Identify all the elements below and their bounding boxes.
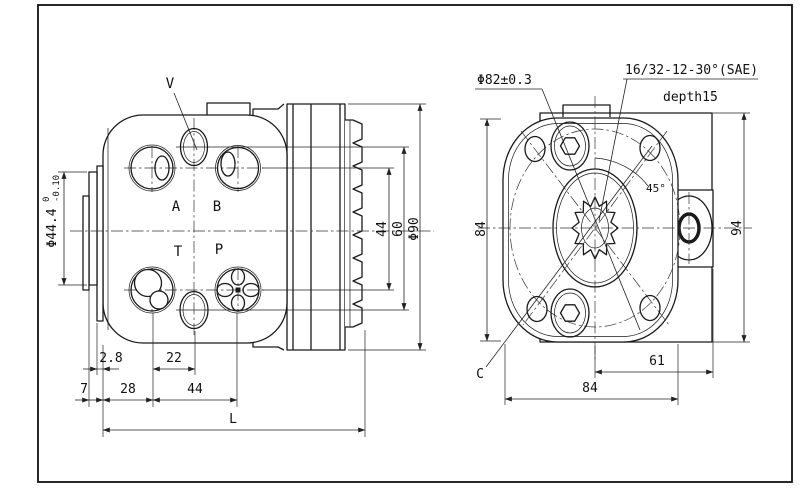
- right-view-notes: Φ82±0.3 16/32-12-30°(SAE) depth15 C: [475, 63, 758, 382]
- left-view-ports: [128, 127, 262, 330]
- dim-61: 61: [649, 354, 665, 369]
- dim-28: 28: [120, 382, 136, 397]
- port-label-t: T: [174, 244, 183, 260]
- angle-arc: [594, 157, 649, 187]
- label-section-c: C: [476, 367, 484, 382]
- left-view-cylinder: [286, 103, 363, 351]
- dim-44-right: 44: [375, 221, 390, 237]
- label-spline-spec: 16/32-12-30°(SAE): [625, 63, 758, 78]
- port-label-b: B: [213, 199, 221, 215]
- dim-pilot-diameter: Φ44.4: [45, 208, 60, 247]
- label-spline-depth: depth15: [663, 90, 718, 105]
- hex-bolt-bottom: [550, 288, 590, 338]
- bolt-circle: [509, 128, 681, 328]
- leader-v: [173, 92, 198, 151]
- dim-94: 94: [730, 220, 745, 236]
- flange-top-boss: [562, 104, 611, 117]
- dim-overall-length: L: [229, 412, 237, 427]
- dim-84-left: 84: [474, 221, 489, 237]
- hex-bolt-top: [550, 121, 590, 171]
- gerotor-scallop-band: [345, 119, 363, 328]
- label-angle-45: 45°: [646, 182, 666, 195]
- left-view-bottom-dims: 2.8 22 7 28 44 L: [75, 290, 366, 437]
- dim-44-bottom: 44: [187, 382, 203, 397]
- dim-pilot-tol-lower: -0.10: [52, 175, 62, 202]
- left-view-body: [82, 102, 288, 351]
- dim-60: 60: [391, 221, 406, 237]
- left-view-right-dims: 44 60 Φ90: [176, 103, 426, 351]
- dim-2-8: 2.8: [99, 351, 122, 366]
- dim-pilot: Φ44.4 0 -0.10: [42, 171, 87, 286]
- port-label-v: V: [166, 76, 175, 92]
- right-view-dims: 84 94 61 84: [474, 112, 750, 405]
- port-t: [130, 268, 174, 312]
- label-bolt-circle: Φ82±0.3: [477, 73, 532, 88]
- dim-22: 22: [166, 351, 182, 366]
- internal-spline: [571, 196, 619, 260]
- right-view-centerlines: [478, 96, 752, 362]
- port-label-p: P: [215, 242, 223, 258]
- top-boss: [206, 102, 251, 115]
- port-b: [216, 146, 260, 190]
- mounting-holes: [524, 134, 661, 323]
- dim-7: 7: [80, 382, 88, 397]
- dim-84-bottom: 84: [582, 381, 598, 396]
- port-a: [130, 146, 174, 190]
- dim-pilot-tol-upper: 0: [42, 197, 52, 202]
- mounting-pilot: [82, 165, 104, 322]
- left-view: A B T P V Φ44.4 0 -0.10: [42, 76, 434, 437]
- spline-bore: [552, 168, 638, 288]
- dim-90: Φ90: [407, 217, 422, 240]
- front-flange: [502, 104, 679, 343]
- port-label-a: A: [172, 199, 181, 215]
- right-view: 45° Φ82±0.3 16/32-12-30°(SAE) depth15 C …: [474, 63, 758, 405]
